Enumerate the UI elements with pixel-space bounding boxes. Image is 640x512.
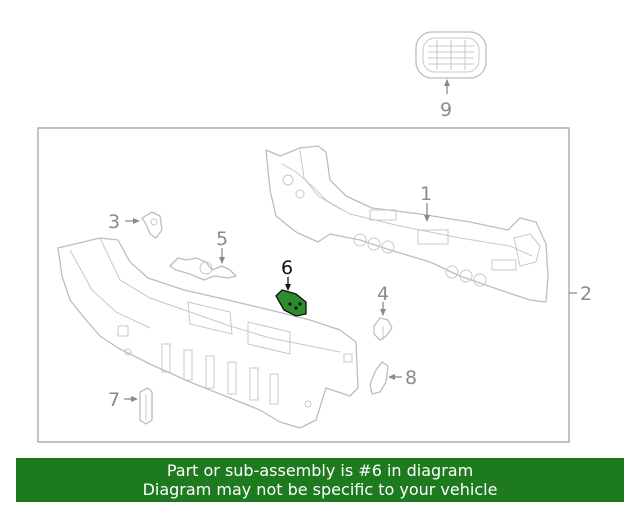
arrowhead-8 (388, 374, 395, 380)
callout-5[interactable]: 5 (216, 228, 228, 250)
arrowhead-9 (444, 79, 450, 86)
banner-line-part-number: Part or sub-assembly is #6 in diagram (166, 461, 474, 480)
callout-7[interactable]: 7 (108, 389, 120, 411)
callout-1[interactable]: 1 (420, 183, 432, 205)
callout-6[interactable]: 6 (281, 257, 293, 279)
rear-body-panel[interactable] (57, 237, 359, 429)
callout-9[interactable]: 9 (440, 99, 452, 121)
callout-3[interactable]: 3 (108, 211, 120, 233)
assembly-frame (37, 127, 570, 443)
arrowhead-6 (285, 284, 291, 291)
callout-8[interactable]: 8 (405, 367, 417, 389)
part-1-rear-panel-upper[interactable] (265, 145, 549, 303)
arrowhead-3 (133, 218, 140, 224)
arrowhead-1 (424, 215, 430, 222)
part-5-bracket[interactable] (169, 257, 237, 281)
callout-4[interactable]: 4 (377, 283, 389, 305)
part-7-spacer[interactable] (139, 387, 153, 425)
part-6-reinforcement[interactable] (275, 289, 307, 317)
arrowhead-5 (219, 257, 225, 264)
arrowhead-7 (131, 396, 138, 402)
part-info-banner: Part or sub-assembly is #6 in diagram Di… (16, 458, 624, 502)
part-3-clip[interactable] (141, 211, 163, 239)
part-9-vent[interactable] (415, 31, 487, 79)
arrowhead-4 (380, 309, 386, 316)
part-8-bracket[interactable] (369, 361, 389, 395)
banner-line-disclaimer: Diagram may not be specific to your vehi… (142, 480, 498, 499)
part-4-push-clip[interactable] (373, 317, 393, 341)
callout-2[interactable]: 2 (580, 283, 592, 305)
